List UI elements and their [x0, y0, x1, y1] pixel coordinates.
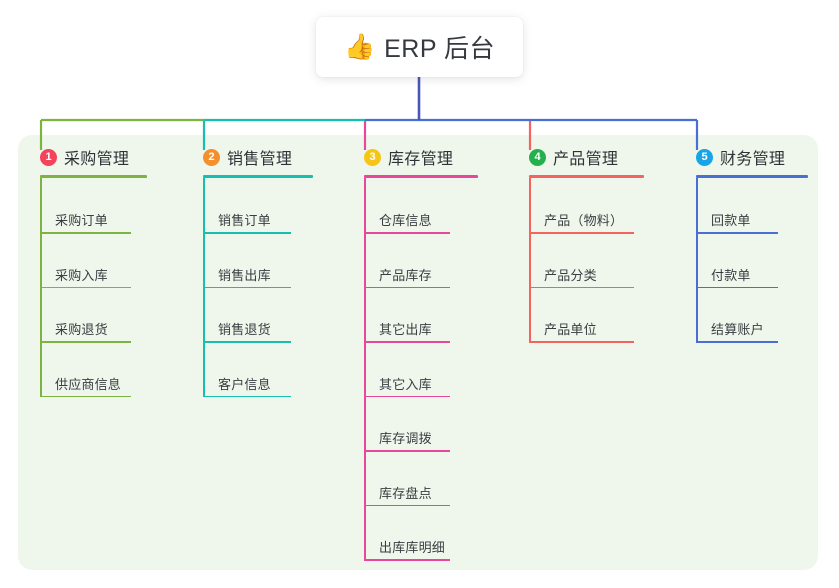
leaf-rule [529, 286, 634, 289]
branch-header-2[interactable]: 2 销售管理 [203, 145, 313, 169]
leaf-item[interactable]: 销售订单 [218, 213, 271, 228]
branch-header-1[interactable]: 1 采购管理 [40, 145, 147, 169]
branch-badge-4: 4 [529, 148, 546, 166]
branch-rail-1 [40, 178, 42, 397]
leaf-rule [529, 232, 634, 234]
leaf-item[interactable]: 产品分类 [544, 267, 597, 283]
branch-title-5: 财务管理 [720, 151, 786, 168]
leaf-item[interactable]: 结算账户 [711, 322, 764, 337]
leaf-rule [696, 286, 778, 289]
leaf-rule [203, 286, 291, 289]
branch-header-rule-1 [40, 175, 147, 178]
leaf-item[interactable]: 产品库存 [379, 267, 432, 283]
branch-rail-4 [529, 178, 531, 342]
leaf-rule [203, 395, 291, 398]
leaf-item[interactable]: 其它出库 [379, 322, 432, 337]
leaf-item[interactable]: 库存盘点 [379, 485, 432, 501]
leaf-rule [364, 559, 450, 561]
leaf-item[interactable]: 产品单位 [544, 322, 597, 337]
branch-badge-2: 2 [203, 148, 220, 166]
root-node[interactable]: 👍 ERP 后台 [316, 17, 523, 77]
leaf-item[interactable]: 产品（物料） [544, 213, 624, 228]
branch-header-5[interactable]: 5 财务管理 [696, 145, 808, 169]
leaf-item[interactable]: 客户信息 [218, 376, 271, 392]
branch-header-rule-3 [364, 175, 478, 178]
branch-header-rule-4 [529, 175, 644, 178]
leaf-rule [696, 341, 778, 343]
leaf-item[interactable]: 付款单 [711, 267, 751, 283]
leaf-rule [364, 504, 450, 507]
leaf-rule [40, 286, 131, 289]
root-title: ERP 后台 [384, 35, 496, 63]
branch-rail-5 [696, 178, 698, 342]
branch-column-4: 4 产品管理 [529, 145, 644, 178]
leaf-rule [203, 232, 291, 234]
leaf-rule [40, 232, 131, 234]
branch-badge-3: 3 [364, 148, 381, 166]
branch-header-rule-2 [203, 175, 313, 178]
leaf-rule [364, 395, 450, 398]
leaf-rule [529, 341, 634, 343]
branch-rail-2 [203, 178, 205, 397]
branch-column-2: 2 销售管理 [203, 145, 313, 178]
branch-title-1: 采购管理 [64, 151, 130, 168]
branch-title-4: 产品管理 [553, 151, 619, 168]
branch-column-1: 1 采购管理 [40, 145, 147, 178]
leaf-item[interactable]: 库存调拨 [379, 431, 432, 446]
leaf-rule [364, 341, 450, 343]
leaf-item[interactable]: 销售退货 [218, 322, 271, 337]
diagram-panel [18, 135, 818, 570]
branch-header-3[interactable]: 3 库存管理 [364, 145, 478, 169]
branch-rail-3 [364, 178, 366, 560]
leaf-item[interactable]: 采购订单 [55, 213, 108, 228]
leaf-rule [364, 232, 450, 234]
leaf-item[interactable]: 仓库信息 [379, 213, 432, 228]
leaf-item[interactable]: 出库库明细 [379, 540, 446, 555]
leaf-rule [364, 286, 450, 289]
branch-header-rule-5 [696, 175, 808, 178]
branch-title-2: 销售管理 [227, 151, 293, 168]
branch-badge-5: 5 [696, 148, 713, 166]
leaf-rule [203, 341, 291, 343]
leaf-rule [40, 395, 131, 398]
thumbs-up-icon: 👍 [343, 32, 376, 61]
leaf-rule [696, 232, 778, 234]
leaf-item[interactable]: 其它入库 [379, 376, 432, 392]
leaf-item[interactable]: 采购退货 [55, 322, 108, 337]
leaf-rule [40, 341, 131, 343]
branch-title-3: 库存管理 [388, 151, 454, 168]
root-node-content: 👍 ERP 后台 [344, 29, 495, 65]
leaf-item[interactable]: 采购入库 [55, 267, 108, 283]
branch-header-4[interactable]: 4 产品管理 [529, 145, 644, 169]
leaf-item[interactable]: 销售出库 [218, 267, 271, 283]
leaf-item[interactable]: 供应商信息 [55, 376, 122, 392]
leaf-item[interactable]: 回款单 [711, 213, 751, 228]
branch-column-5: 5 财务管理 [696, 145, 808, 178]
branch-badge-1: 1 [40, 148, 57, 166]
branch-column-3: 3 库存管理 [364, 145, 478, 178]
leaf-rule [364, 450, 450, 452]
